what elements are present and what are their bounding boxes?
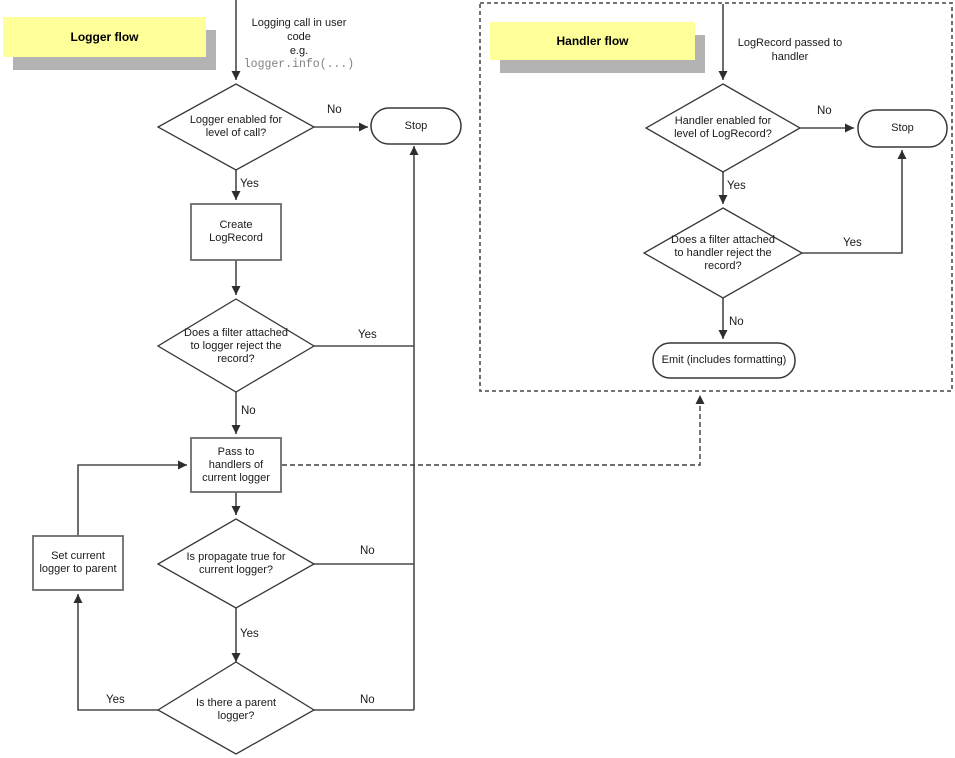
node-line: Is propagate true for [186, 551, 286, 563]
edge-label-propagate-yes: Yes [240, 628, 259, 640]
edge-parent-yes-to-set-parent [73, 594, 158, 711]
edge-label-filter-no: No [241, 405, 256, 417]
node-line: Stop [404, 119, 428, 132]
logger-filter-check-text: Does a filter attached to logger reject … [171, 313, 301, 379]
node-line: to handler reject the [674, 246, 772, 259]
node-line: Does a filter attached [671, 233, 775, 246]
node-line: Is there a parent [195, 697, 277, 709]
node-line: logger to parent [39, 563, 117, 575]
entry-code-sample: logger.info(...) [243, 58, 355, 71]
handler-flow-title-note: Handler flow [490, 22, 695, 60]
node-line: current logger [202, 471, 270, 484]
node-line: Create [219, 219, 253, 231]
logger-stop-terminator [370, 107, 462, 145]
edge-label-handler-filter-yes: Yes [843, 237, 862, 249]
logger-stop-text: Stop [371, 108, 461, 144]
entry-line: LogRecord passed to [737, 37, 843, 49]
entry-line: handler [771, 51, 809, 63]
handler-filter-check-text: Does a filter attached to handler reject… [658, 220, 788, 286]
node-line: Does a filter attached [184, 326, 288, 339]
edge-pass-to-handler-flow-dashed [282, 395, 705, 466]
node-line: Handler enabled for [674, 115, 772, 127]
logger-filter-check-diamond [156, 298, 316, 393]
propagate-check-text: Is propagate true for current logger? [171, 534, 301, 594]
set-parent-text: Set current logger to parent [33, 536, 123, 590]
edge-label-parent-yes: Yes [106, 694, 125, 706]
edge-handler-filter-yes-to-stop [802, 150, 907, 254]
node-line: level of LogRecord? [674, 128, 772, 140]
node-line: Logger enabled for [189, 114, 283, 126]
edge-label-level-yes: Yes [240, 178, 259, 190]
logger-level-check-text: Logger enabled for level of call? [171, 99, 301, 155]
handler-level-check-text: Handler enabled for level of LogRecord? [653, 100, 793, 156]
entry-line: e.g. [289, 45, 309, 57]
edge-label-propagate-no: No [360, 545, 375, 557]
node-line: record? [217, 352, 255, 365]
logger-flow-title: Logger flow [70, 30, 139, 44]
pass-to-handlers-text: Pass to handlers of current logger [191, 438, 281, 492]
handler-stop-terminator [857, 109, 948, 148]
edge-label-filter-yes: Yes [358, 329, 377, 341]
set-parent-box [32, 535, 124, 591]
handler-filter-check-diamond [642, 207, 804, 299]
entry-line: Logging call in user [251, 17, 347, 29]
entry-line: code [287, 31, 311, 43]
node-line: handlers of [208, 458, 264, 471]
emit-terminator [652, 342, 796, 379]
propagate-check-diamond [156, 518, 316, 609]
handler-flow-title: Handler flow [556, 34, 629, 48]
node-line: to logger reject the [190, 339, 282, 352]
node-line: LogRecord [209, 232, 263, 244]
node-line: Pass to [217, 445, 255, 458]
pass-to-handlers-box [190, 437, 282, 493]
edge-label-parent-no: No [360, 694, 375, 706]
handler-flow-boundary [479, 2, 953, 392]
create-logrecord-box [190, 203, 282, 261]
node-line: record? [704, 259, 742, 272]
logger-entry-annotation: Logging call in user code e.g. logger.in… [240, 16, 358, 72]
edge-label-handler-level-yes: Yes [727, 180, 746, 192]
parent-check-diamond [156, 661, 316, 755]
node-line: level of call? [205, 127, 267, 139]
parent-check-text: Is there a parent logger? [171, 682, 301, 738]
node-line: logger? [217, 710, 255, 722]
emit-text: Emit (includes formatting) [653, 343, 795, 378]
handler-level-check-diamond [644, 83, 802, 173]
logger-flow-title-note: Logger flow [3, 17, 206, 57]
handler-entry-annotation: LogRecord passed to handler [730, 36, 850, 64]
edge-set-parent-to-pass [77, 460, 187, 536]
create-logrecord-text: Create LogRecord [191, 204, 281, 260]
logger-level-check-diamond [156, 83, 316, 171]
node-line: Emit (includes formatting) [661, 354, 787, 366]
edge-label-handler-level-no: No [817, 105, 832, 117]
edge-label-handler-filter-no: No [729, 316, 744, 328]
node-line: Set current [51, 550, 105, 562]
node-line: current logger? [199, 564, 273, 576]
edge-label-level-no: No [327, 104, 342, 116]
node-line: Stop [891, 122, 914, 134]
handler-stop-text: Stop [858, 110, 947, 147]
